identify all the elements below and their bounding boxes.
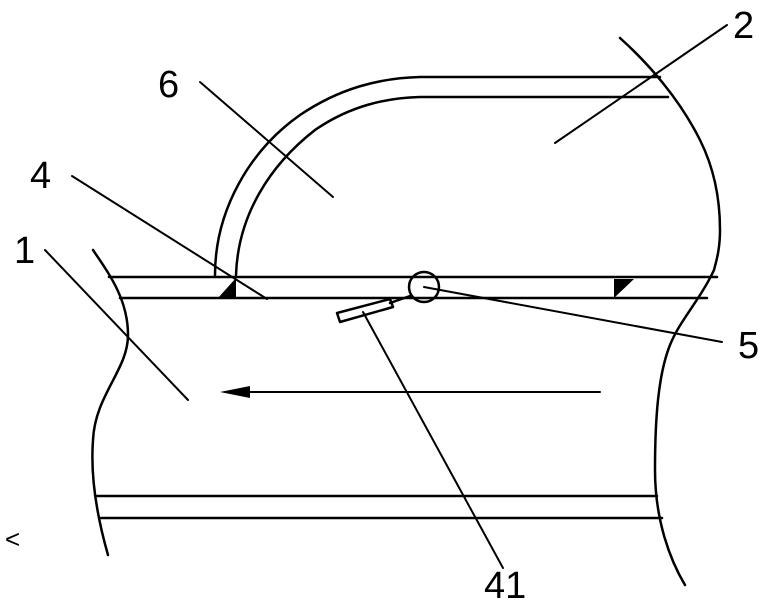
label-41: 41 (484, 565, 526, 607)
probe-stem (388, 294, 412, 305)
label-6: 6 (158, 64, 179, 106)
leader-line-41 (362, 311, 504, 569)
label-1: 1 (14, 230, 35, 272)
duct-inner-wall (234, 95, 670, 277)
leader-line-6 (199, 81, 334, 198)
corner-mark: < (5, 524, 20, 554)
probe-element (335, 297, 395, 324)
sensor-ball (407, 270, 441, 304)
housing-right-break-edge (618, 36, 722, 272)
flow-arrow-head (220, 386, 250, 398)
right-weld-triangle (614, 279, 634, 298)
leader-line-1 (44, 249, 189, 401)
leader-line-2 (554, 24, 728, 144)
leader-line-4 (71, 175, 268, 300)
leader-line-5 (423, 286, 723, 343)
label-4: 4 (30, 155, 51, 197)
label-2: 2 (733, 5, 754, 47)
duct-outer-wall (213, 75, 662, 277)
left-weld-triangle (218, 278, 236, 298)
pipe-left-break-edge (91, 248, 130, 557)
label-5: 5 (738, 325, 759, 367)
pipe-right-break-edge (653, 268, 716, 587)
